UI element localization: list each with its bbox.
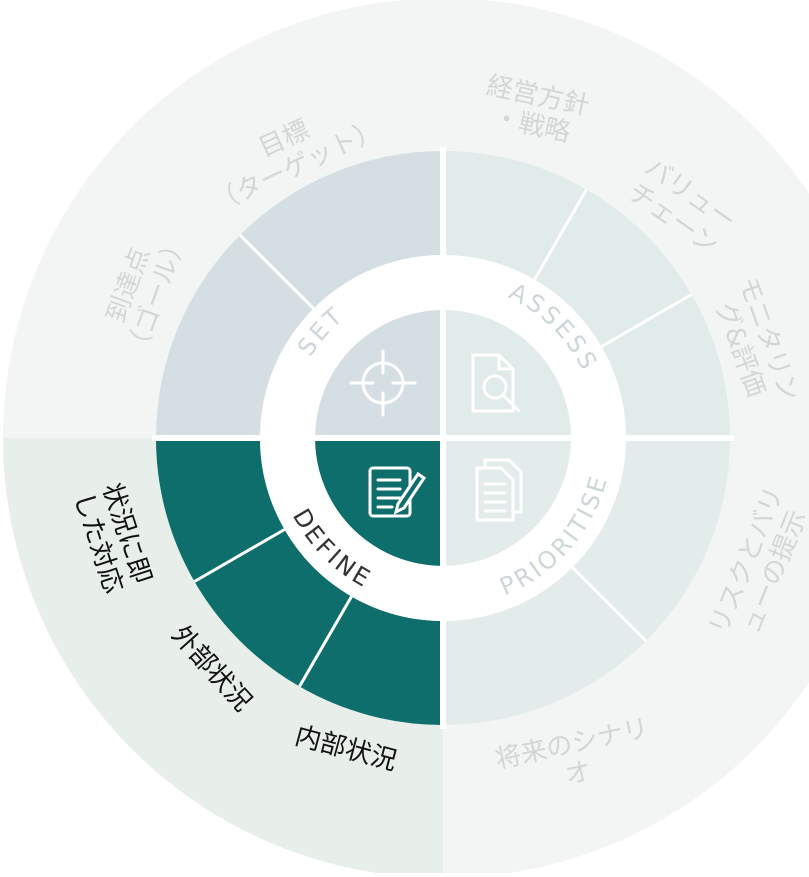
prioritise-segment[interactable] [443, 567, 646, 725]
define-segment[interactable] [299, 596, 444, 725]
set-segment[interactable] [240, 151, 443, 309]
quadrant-assess[interactable] [443, 151, 730, 438]
crosshair-icon [349, 349, 417, 417]
document-search-icon [471, 353, 521, 413]
prioritise-segment[interactable] [572, 438, 730, 641]
set-segment[interactable] [156, 235, 314, 438]
set-hub[interactable] [315, 310, 443, 438]
quadrant-set[interactable] [156, 151, 443, 438]
assess-segment[interactable] [534, 189, 692, 347]
define-segment[interactable] [156, 438, 285, 582]
define-segment[interactable] [194, 529, 352, 687]
segment-divider [533, 188, 588, 281]
assess-segment[interactable] [601, 294, 730, 439]
segment-divider [298, 595, 353, 688]
horizontal-divider [152, 435, 734, 441]
label-ring [260, 254, 626, 621]
documents-icon [475, 458, 523, 522]
segment-divider [193, 528, 286, 583]
segment-divider [600, 293, 693, 348]
assess-segment[interactable] [443, 151, 587, 280]
segment-divider [571, 566, 648, 643]
assess-hub[interactable] [443, 310, 571, 438]
edit-note-icon [368, 466, 427, 518]
segment-divider [238, 233, 315, 310]
